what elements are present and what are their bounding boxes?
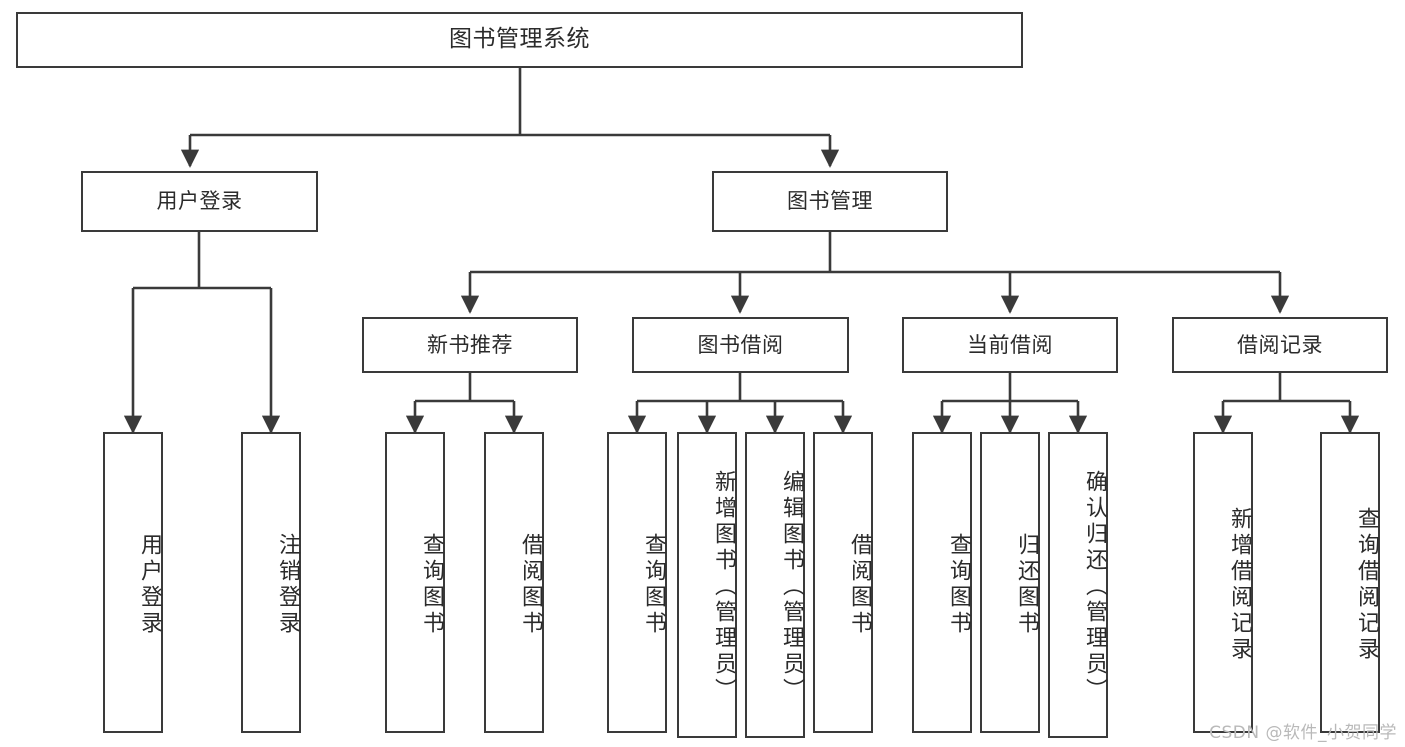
leaf-recommend-query-book[interactable]: 查询图书 — [385, 432, 445, 733]
node-label: 新增图书（管理员） — [711, 470, 736, 704]
node-label: 新书推荐 — [427, 332, 513, 357]
node-label: 图书借阅 — [697, 332, 784, 357]
node-current-borrow[interactable]: 当前借阅 — [902, 317, 1118, 373]
leaf-user-login-signout[interactable]: 注销登录 — [241, 432, 301, 733]
node-label: 借阅图书 — [847, 532, 872, 637]
node-label: 图书管理系统 — [449, 26, 590, 53]
node-label: 用户登录 — [137, 532, 162, 637]
leaf-borrow-borrow-book[interactable]: 借阅图书 — [813, 432, 873, 733]
node-book-management[interactable]: 图书管理 — [712, 171, 948, 232]
node-label: 查询图书 — [946, 532, 971, 637]
leaf-borrow-edit-book-admin[interactable]: 编辑图书（管理员） — [745, 432, 805, 738]
node-label: 图书管理 — [787, 189, 873, 214]
leaf-recommend-borrow-book[interactable]: 借阅图书 — [484, 432, 544, 733]
leaf-borrow-query-book[interactable]: 查询图书 — [607, 432, 667, 733]
node-label: 用户登录 — [156, 189, 243, 214]
node-new-book-recommend[interactable]: 新书推荐 — [362, 317, 578, 373]
leaf-record-add-borrow-record[interactable]: 新增借阅记录 — [1193, 432, 1253, 733]
node-label: 归还图书 — [1014, 532, 1039, 637]
node-user-login[interactable]: 用户登录 — [81, 171, 318, 232]
node-label: 当前借阅 — [967, 332, 1053, 357]
leaf-user-login-signin[interactable]: 用户登录 — [103, 432, 163, 733]
leaf-borrow-add-book-admin[interactable]: 新增图书（管理员） — [677, 432, 737, 738]
node-root-system[interactable]: 图书管理系统 — [16, 12, 1023, 68]
node-borrow-record[interactable]: 借阅记录 — [1172, 317, 1388, 373]
node-label: 查询借阅记录 — [1354, 506, 1379, 663]
node-label: 编辑图书（管理员） — [779, 470, 804, 704]
node-label: 注销登录 — [275, 532, 300, 637]
node-label: 借阅图书 — [518, 532, 543, 637]
leaf-current-return-book[interactable]: 归还图书 — [980, 432, 1040, 733]
node-book-borrow[interactable]: 图书借阅 — [632, 317, 849, 373]
node-label: 查询图书 — [641, 532, 666, 637]
node-label: 确认归还（管理员） — [1082, 470, 1107, 704]
node-label: 借阅记录 — [1237, 332, 1323, 357]
leaf-current-confirm-return-admin[interactable]: 确认归还（管理员） — [1048, 432, 1108, 738]
node-label: 新增借阅记录 — [1227, 506, 1252, 663]
leaf-record-query-borrow-record[interactable]: 查询借阅记录 — [1320, 432, 1380, 733]
csdn-watermark: CSDN @软件_小贺同学 — [1209, 723, 1397, 743]
leaf-current-query-book[interactable]: 查询图书 — [912, 432, 972, 733]
node-label: 查询图书 — [419, 532, 444, 637]
